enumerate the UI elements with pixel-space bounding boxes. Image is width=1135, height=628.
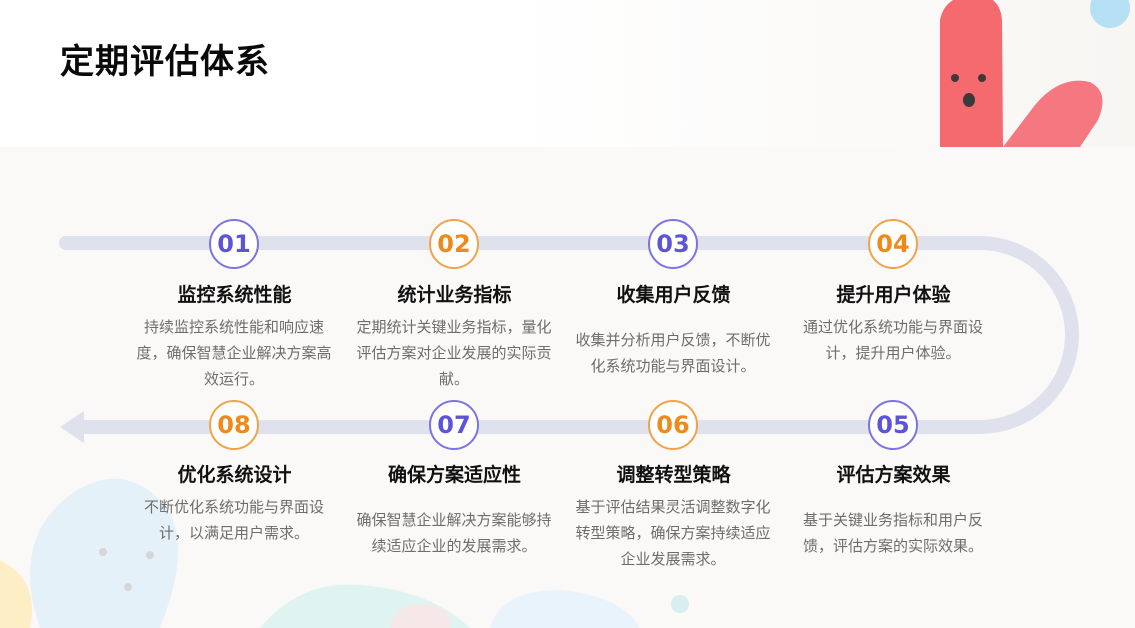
teal-dot-decor: [671, 595, 689, 613]
step-number-badge: 01: [209, 219, 259, 269]
step-number-badge: 07: [429, 400, 479, 450]
step-description: 通过优化系统功能与界面设计，提升用户体验。: [802, 318, 983, 362]
step-title: 调整转型策略: [616, 464, 731, 486]
step-title: 确保方案适应性: [387, 464, 521, 486]
mouth-icon: [963, 93, 975, 107]
grey-dot-decor: [124, 583, 132, 591]
step-title: 优化系统设计: [177, 464, 292, 486]
step-title: 监控系统性能: [177, 284, 292, 306]
step-description: 定期统计关键业务指标，量化评估方案对企业发展的实际贡献。: [356, 318, 552, 388]
step-description: 确保智慧企业解决方案能够持续适应企业的发展需求。: [356, 511, 552, 555]
step-description: 收集并分析用户反馈，不断优化系统功能与界面设计。: [575, 331, 771, 375]
step-number-badge: 08: [209, 400, 259, 450]
eye-left-icon: [951, 74, 959, 82]
step-number-badge: 04: [868, 219, 918, 269]
step-description: 不断优化系统功能与界面设计，以满足用户需求。: [143, 498, 324, 542]
step-number-badge: 03: [648, 219, 698, 269]
blue-dot-decor: [1090, 0, 1130, 28]
eye-right-icon: [978, 74, 986, 82]
step-title: 收集用户反馈: [616, 284, 731, 306]
step-description: 持续监控系统性能和响应速度，确保智慧企业解决方案高效运行。: [136, 318, 332, 388]
yellow-blob-decor: [0, 560, 32, 628]
page-title: 定期评估体系: [60, 42, 270, 82]
arrow-left-icon: [60, 411, 84, 443]
content-band: [0, 147, 1135, 628]
step-title: 统计业务指标: [397, 284, 512, 306]
step-description: 基于评估结果灵活调整数字化转型策略，确保方案持续适应企业发展需求。: [575, 498, 771, 568]
step-title: 提升用户体验: [836, 284, 951, 306]
step-number-badge: 02: [429, 219, 479, 269]
step-title: 评估方案效果: [836, 464, 951, 486]
light-blue-blob-decor: [490, 590, 640, 628]
step-description: 基于关键业务指标和用户反馈，评估方案的实际效果。: [802, 511, 983, 555]
track-line: [59, 236, 1079, 434]
red-character-body: [940, 0, 1003, 147]
step-number-badge: 05: [868, 400, 918, 450]
red-character-arm: [1003, 80, 1103, 147]
step-number-badge: 06: [648, 400, 698, 450]
pink-blob-decor: [390, 604, 451, 628]
grey-dot-decor: [99, 548, 107, 556]
grey-dot-decor: [146, 551, 154, 559]
